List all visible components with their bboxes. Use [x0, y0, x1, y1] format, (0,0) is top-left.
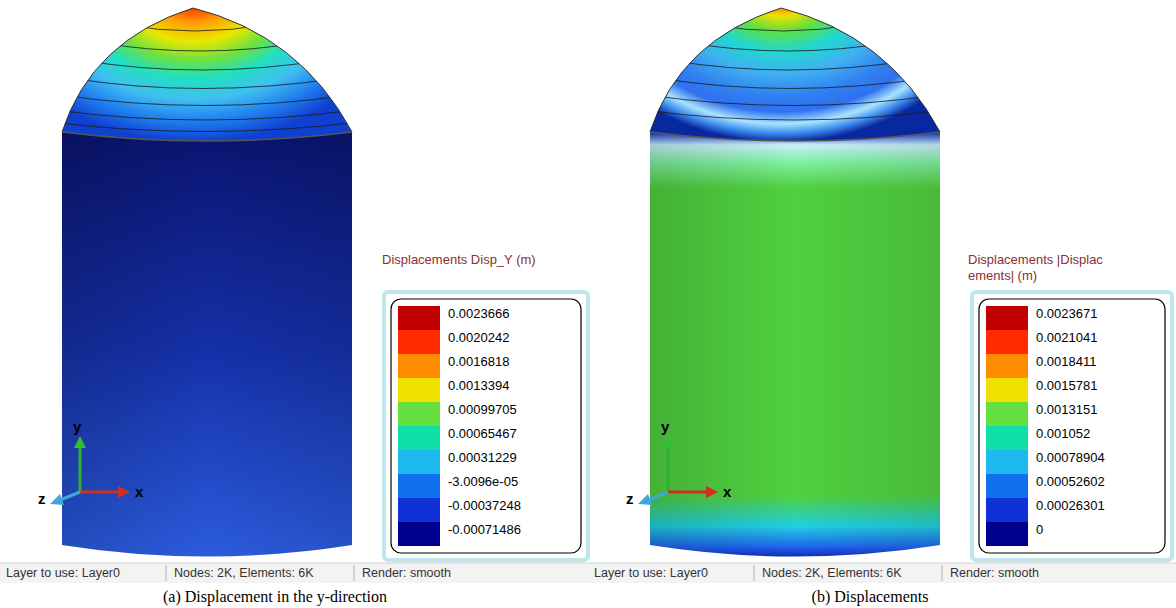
dome-outline [62, 8, 352, 132]
colorbar-swatch [398, 450, 440, 474]
colorbar-swatch [986, 498, 1028, 522]
colorbar-swatch [986, 474, 1028, 498]
legend-title: Displacements Disp_Y (m) [382, 252, 550, 268]
dome-roof [62, 8, 352, 141]
colorbar-swatch [398, 498, 440, 522]
subfigure-caption: (a) Displacement in the y-direction [60, 588, 490, 606]
colorbar-value: 0.00031229 [448, 450, 517, 466]
legend-box [979, 299, 1165, 553]
colorbar-value: 0.0018411 [1036, 354, 1097, 370]
legend-title: Displacements |Displac ements| (m) [968, 252, 1136, 284]
colorbar-swatch [986, 378, 1028, 402]
colorbar-swatch [986, 522, 1028, 546]
colorbar-swatch [986, 354, 1028, 378]
cylinder-wall [650, 132, 940, 557]
colorbar-swatch [398, 402, 440, 426]
status-text: Nodes: 2K, Elements: 6K [174, 564, 314, 582]
legend-box [391, 299, 581, 553]
axis-triad [638, 436, 718, 505]
colorbar-value: 0.00065467 [448, 426, 517, 442]
colorbar-value: -3.0096e-05 [448, 474, 518, 490]
colorbar-swatch [986, 450, 1028, 474]
colorbar-value: 0.0016818 [448, 354, 509, 370]
axis-label: y [73, 418, 81, 436]
roof-wall-joint [62, 132, 352, 141]
colorbar-swatch [398, 426, 440, 450]
status-text: Nodes: 2K, Elements: 6K [762, 564, 902, 582]
colorbar-swatch [986, 306, 1028, 330]
dome-roof [650, 8, 940, 141]
colorbar-value: 0.0023671 [1036, 306, 1097, 322]
cylinder-shading [62, 132, 352, 557]
colorbar-swatch [398, 522, 440, 546]
colorbar-value: 0.001052 [1036, 426, 1090, 442]
colorbar-value: -0.00037248 [448, 498, 521, 514]
axis-label: y [661, 418, 669, 436]
colorbar-swatch [398, 330, 440, 354]
colorbar-swatch [986, 330, 1028, 354]
axis-label: x [135, 483, 143, 501]
dome-outline [650, 8, 940, 132]
roof-wall-joint [650, 132, 940, 141]
status-bar [0, 563, 588, 583]
axis-label: z [626, 490, 634, 508]
status-border [588, 563, 1176, 564]
status-separator [166, 565, 167, 581]
colorbar-value: 0.0015781 [1036, 378, 1097, 394]
colorbar-swatch [398, 378, 440, 402]
legend-frame [384, 292, 588, 560]
colorbar-swatch [986, 426, 1028, 450]
colorbar-swatch [398, 306, 440, 330]
colorbar-value: 0.00052602 [1036, 474, 1105, 490]
colorbar-swatch [398, 474, 440, 498]
cylinder-shading [650, 132, 940, 557]
cylinder-wall [62, 132, 352, 557]
status-border [0, 563, 588, 564]
status-separator [354, 565, 355, 581]
colorbar-value: 0.0021041 [1036, 330, 1097, 346]
colorbar-value: 0.0013151 [1036, 402, 1097, 418]
colorbar-value: 0.00078904 [1036, 450, 1105, 466]
colorbar-value: 0.0013394 [448, 378, 509, 394]
axis-triad [50, 436, 130, 505]
contour-lines [643, 24, 943, 120]
status-text: Render: smooth [950, 564, 1039, 582]
status-separator [754, 565, 755, 581]
status-text: Layer to use: Layer0 [6, 564, 120, 582]
colorbar-value: 0.0023666 [448, 306, 509, 322]
colorbar-swatch [398, 354, 440, 378]
colorbar-value: 0 [1036, 522, 1043, 538]
colorbar-swatch [986, 402, 1028, 426]
status-text: Render: smooth [362, 564, 451, 582]
colorbar-value: 0.0020242 [448, 330, 509, 346]
panel-b-plot [588, 8, 1176, 583]
status-bar [588, 563, 1176, 583]
axis-label: z [38, 490, 46, 508]
colorbar-value: 0.00099705 [448, 402, 517, 418]
colorbar-value: 0.00026301 [1036, 498, 1105, 514]
status-separator [942, 565, 943, 581]
subfigure-caption: (b) Displacements [720, 588, 1020, 606]
colorbar-value: -0.00071486 [448, 522, 521, 538]
legend-frame [972, 292, 1172, 560]
status-text: Layer to use: Layer0 [594, 564, 708, 582]
axis-label: x [723, 483, 731, 501]
panel-a-plot [0, 8, 588, 583]
